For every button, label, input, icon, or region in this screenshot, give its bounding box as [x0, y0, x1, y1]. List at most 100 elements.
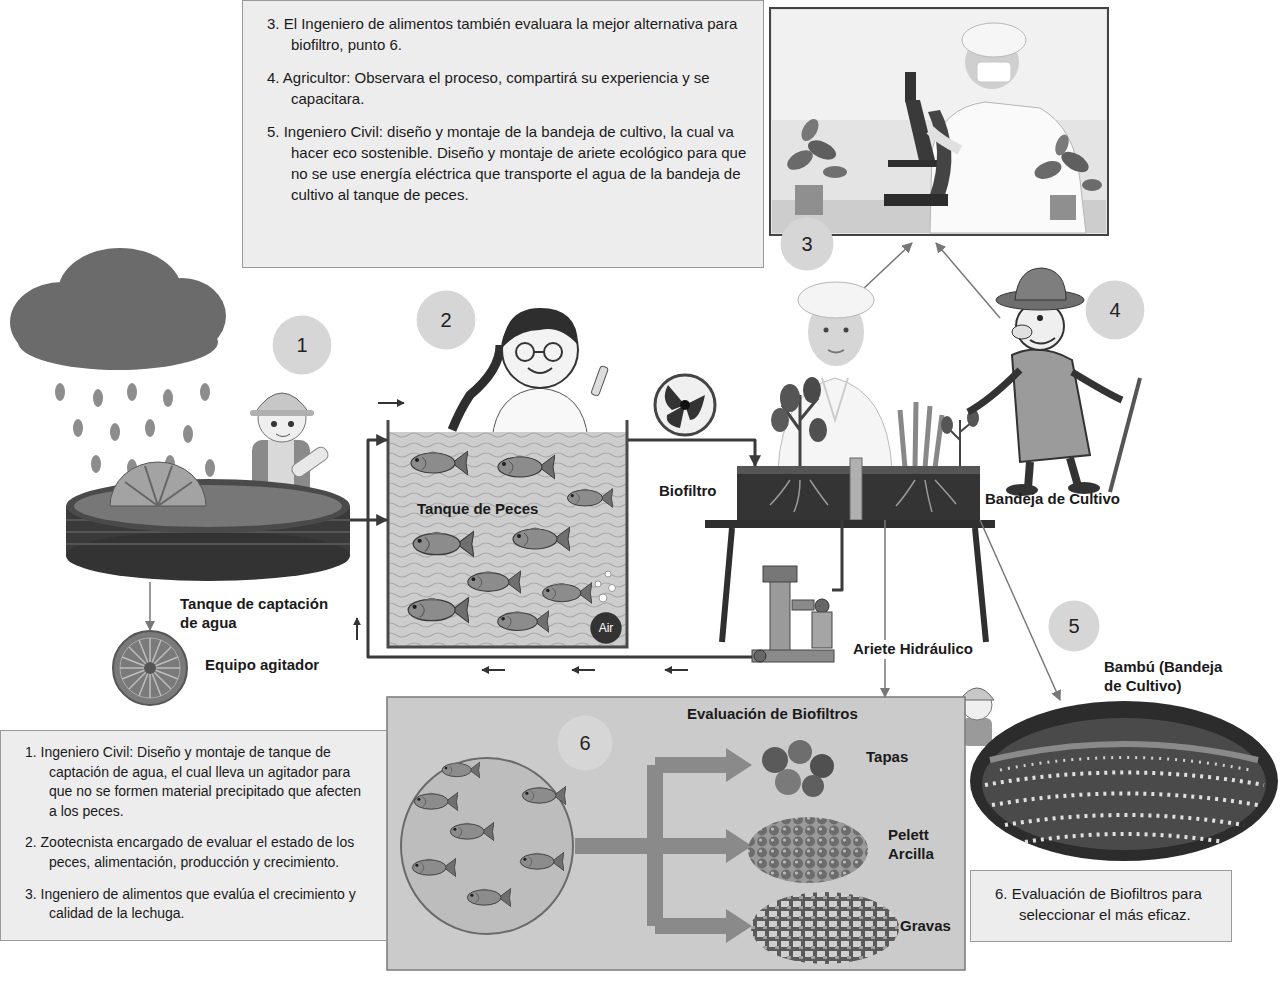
node-label: Equipo agitador	[205, 656, 319, 675]
lab-photo	[962, 23, 1026, 57]
leader-arrows	[936, 243, 1000, 318]
collection-tank	[66, 479, 350, 533]
collection-tank	[110, 462, 206, 506]
food-engineer-photo	[822, 378, 848, 420]
collection-tank	[66, 462, 350, 581]
fish-tank	[411, 451, 468, 475]
farmer-cartoon	[1012, 350, 1090, 462]
plants	[900, 402, 942, 468]
fish-tank	[595, 581, 601, 587]
node-label: 2. Zootecnista encargado de evaluar el e…	[15, 833, 372, 872]
node-label: Tanque de Peces	[417, 500, 538, 519]
bamboo-photo	[985, 773, 1264, 786]
food-engineer-photo	[844, 328, 849, 333]
callout-number: 3	[780, 217, 834, 271]
hydraulic-ram	[815, 599, 829, 613]
note-box: 6. Evaluación de Biofiltros para selecci…	[970, 870, 1232, 942]
farmer-cartoon	[968, 370, 1020, 412]
rain-drops	[205, 459, 215, 477]
fish-tank: Tanque de PecesAir	[387, 420, 628, 648]
zootechnician-cartoon	[452, 345, 500, 430]
fish-tank	[408, 597, 469, 623]
bamboo-photo	[970, 701, 1278, 861]
lab-photo	[770, 8, 1108, 235]
lab-photo	[823, 166, 847, 178]
fish-tank	[498, 611, 549, 633]
grow-tray	[705, 520, 995, 528]
hydraulic-ram	[792, 600, 814, 610]
fish-tank	[388, 432, 627, 647]
evaluation-panel	[575, 765, 728, 926]
node-label: 3. Ingeniero de alimentos que evalúa el …	[15, 885, 372, 924]
evaluation-panel	[387, 697, 965, 970]
fish-tank	[468, 571, 521, 593]
node-label: Bandeja de Cultivo	[985, 490, 1120, 509]
farmer-cartoon	[1072, 372, 1122, 400]
fish-tank	[498, 455, 555, 479]
evaluation-panel	[726, 748, 752, 943]
rain-drops	[200, 383, 210, 401]
lab-photo	[905, 72, 916, 102]
note-box: 3. El Ingeniero de alimentos también eva…	[242, 0, 764, 268]
bamboo-photo	[1025, 834, 1224, 842]
node-label: Bambú (Bandeja de Cultivo)	[1104, 658, 1244, 696]
node-label: Evaluación de Biofiltros	[687, 705, 858, 724]
farmer-cartoon	[1015, 268, 1066, 300]
collection-tank	[66, 531, 350, 581]
fish-tank	[513, 527, 570, 551]
circle-outline	[273, 316, 332, 375]
lab-photo	[1082, 179, 1102, 191]
plants	[771, 408, 789, 432]
callout-number: 6	[557, 715, 613, 771]
zootechnician-cartoon	[534, 351, 544, 353]
water-tank: Tanque de captación de agua	[65, 478, 350, 582]
node-label: Tanque de captación de agua	[180, 595, 330, 633]
rain-drops	[163, 389, 173, 407]
fish-tank	[388, 420, 627, 647]
pipe-connector	[980, 520, 1060, 700]
bamboo-photo	[1005, 815, 1244, 825]
grow-tray	[705, 458, 995, 642]
evaluation-panel	[788, 740, 812, 764]
evaluation-panel	[520, 852, 564, 870]
farmer-cartoon	[968, 268, 1140, 496]
callout-text: 3	[801, 234, 812, 254]
plants	[941, 416, 953, 434]
zootechnician-cartoon	[516, 343, 534, 361]
evaluation-panel	[414, 792, 458, 810]
rain-drops	[183, 425, 193, 443]
node-label: 5. Ingeniero Civil: diseño y montaje de …	[257, 121, 749, 205]
lab-photo	[1032, 158, 1064, 183]
food-engineer-photo	[828, 350, 844, 353]
pipe-connector	[832, 520, 842, 590]
lab-photo	[1053, 133, 1072, 158]
node-label: 3. El Ingeniero de alimentos también eva…	[257, 13, 749, 55]
note-box: 1. Ingeniero Civil: Diseño y montaje de …	[0, 730, 387, 941]
hydraulic-ram	[752, 650, 834, 662]
hydraulic-ram	[770, 578, 790, 658]
grow-tray	[850, 458, 862, 520]
farmer-cartoon	[1028, 458, 1078, 488]
farmer-cartoon	[1110, 378, 1140, 492]
rain-cloud	[10, 248, 226, 370]
engineer-cartoon	[276, 434, 290, 437]
hydraulic-ram	[812, 612, 832, 648]
callout-text: 6	[579, 733, 590, 753]
rain-drops	[73, 419, 83, 437]
bamboo-photo	[1000, 758, 1250, 771]
plants	[809, 418, 827, 442]
lab-photo	[928, 110, 951, 195]
lab-photo	[770, 8, 1108, 235]
fish-tank	[609, 585, 616, 592]
pump-icon	[665, 385, 705, 428]
agitator-fan	[113, 631, 187, 705]
rain-drops	[91, 455, 101, 473]
circle-outline	[417, 291, 476, 350]
node-label: 6. Evaluación de Biofiltros para selecci…	[985, 883, 1217, 925]
flow-arrows	[572, 669, 595, 671]
circle-outline	[781, 218, 834, 271]
evaluation-panel	[442, 762, 480, 778]
rain-drops	[55, 383, 65, 401]
callout-number: 1	[272, 315, 332, 375]
